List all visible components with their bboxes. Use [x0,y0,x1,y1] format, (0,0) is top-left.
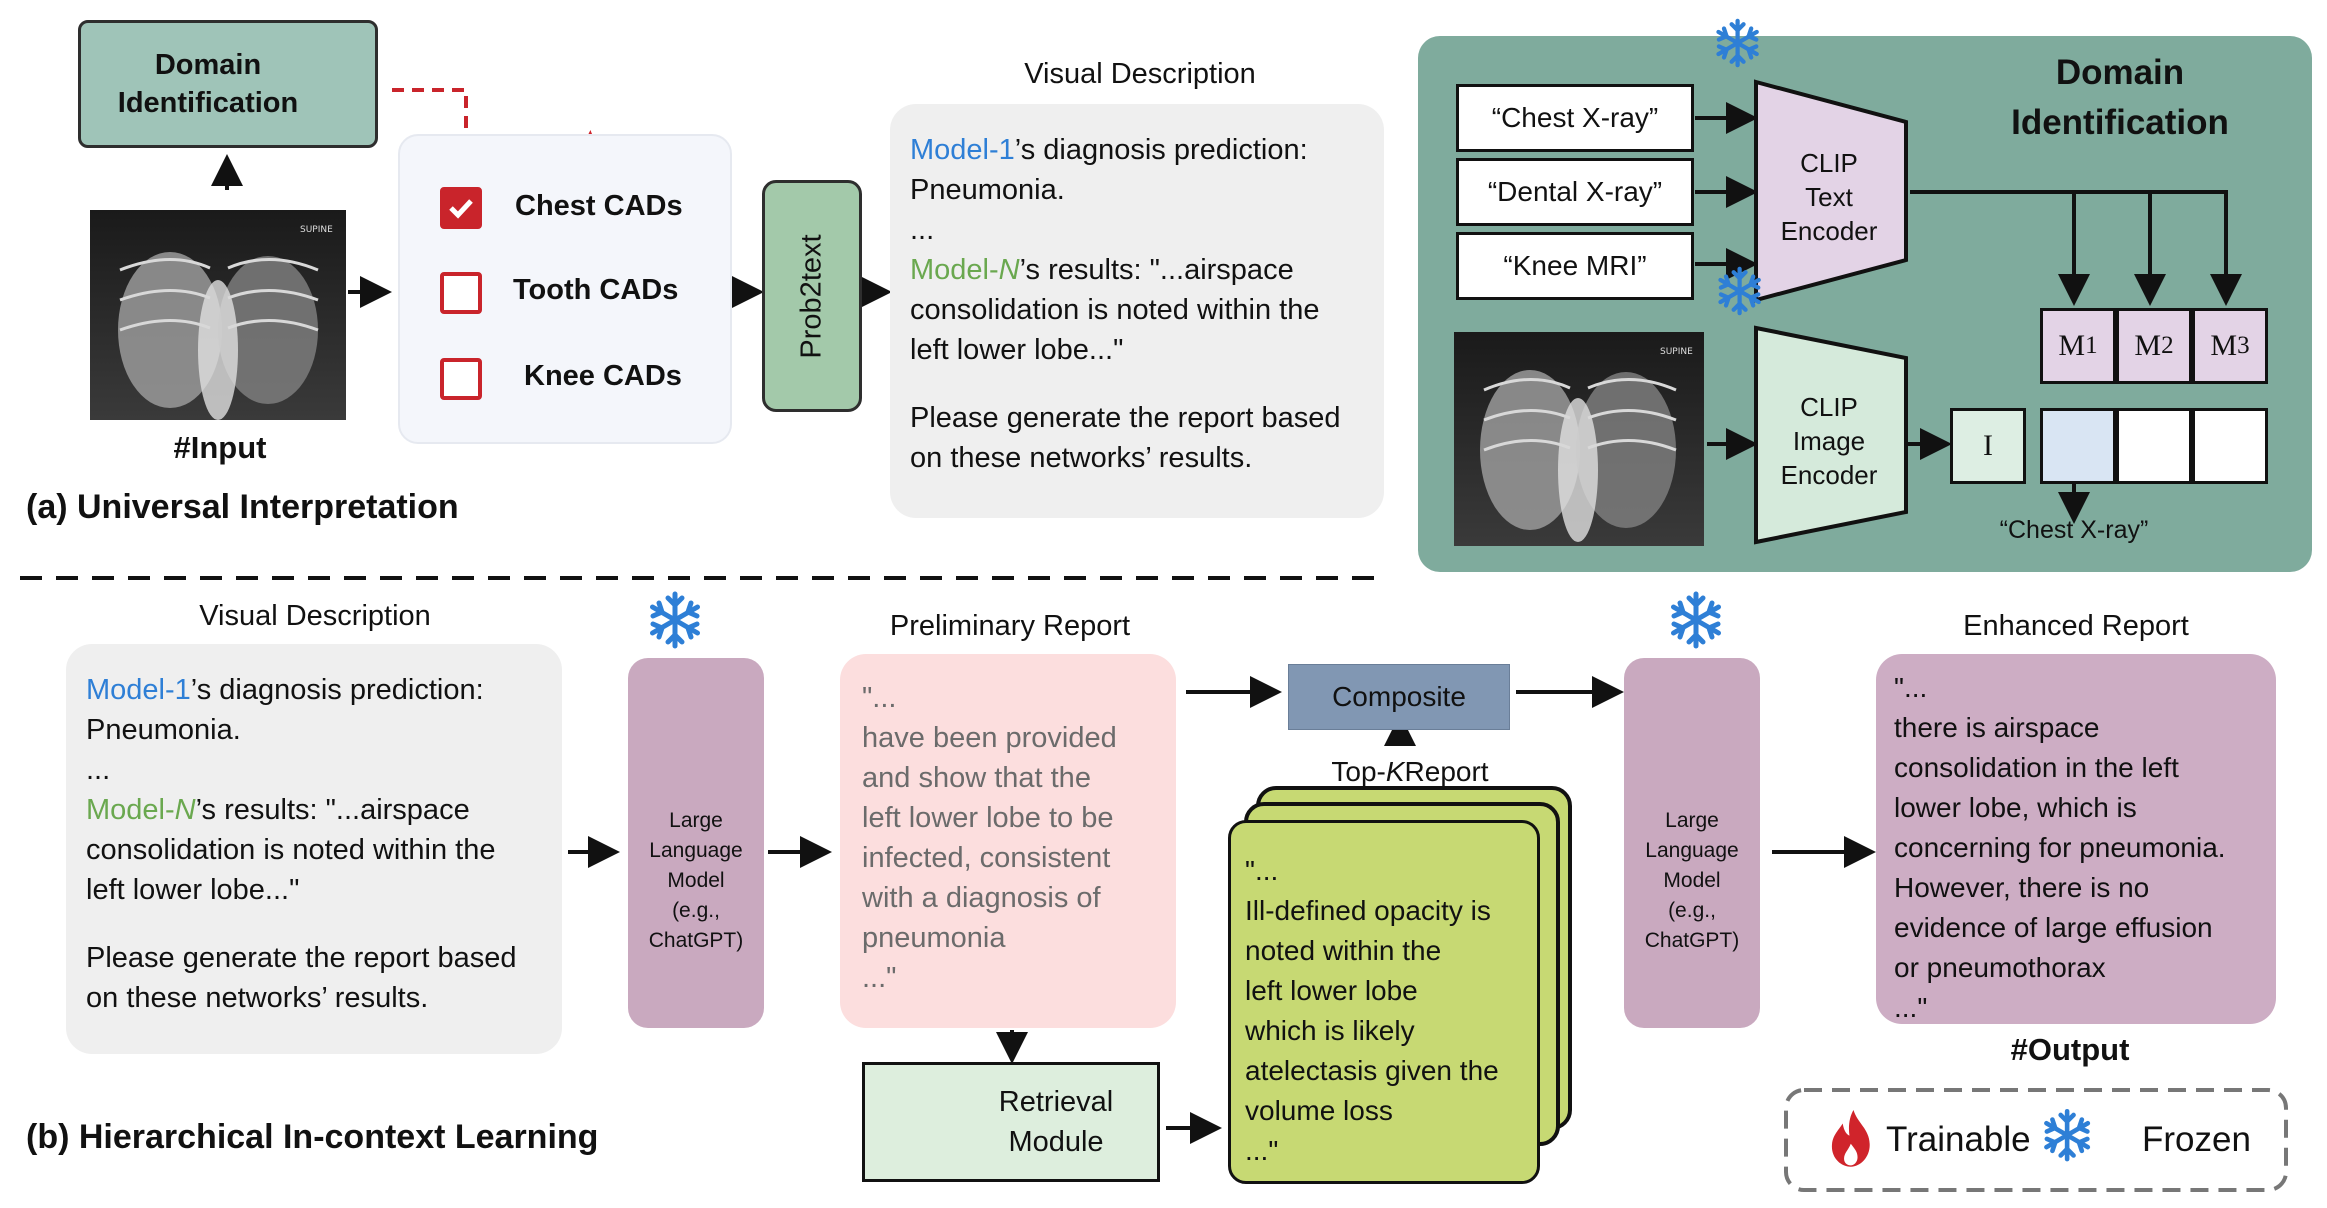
model-1-name: Model-1 [910,134,1015,166]
clip-text-encoder-label: CLIP Text Encoder [1780,148,1878,246]
knee-cads-label: Knee CADs [524,360,682,392]
domain-panel-title: Domain Identification [2011,53,2229,142]
similarity-cell [2040,408,2116,484]
desc-line: consolidation is noted within the [86,834,496,866]
fire-icon [1831,1110,1870,1167]
prompt-dental-xray: “Dental X-ray” [1456,158,1694,226]
clip-text-encoder-shape [1754,79,1908,303]
domain-result-label: “Chest X-ray” [1999,515,2149,544]
clip-image-encoder-label: CLIP Image Encoder [1780,392,1878,490]
chest-cads-label: Chest CADs [515,190,683,222]
desc-line: ... [910,214,935,246]
desc-line: Please generate the report based [86,942,517,974]
desc-line: ... [86,754,111,786]
preliminary-report-title: Preliminary Report [889,609,1131,642]
tooth-cad-checkbox[interactable] [440,272,482,314]
snowflake-icon [1674,594,1719,646]
desc-line: ’s results: "...airspace [195,794,470,826]
retrieval-module-label: Retrieval Module [998,1086,1114,1158]
model-n-name: Model-N [910,254,1020,286]
retrieval-module-box: Retrieval Module [862,1062,1160,1182]
clip-image-encoder-shape [1754,325,1908,545]
snowflake-icon [2046,1111,2087,1159]
enhanced-report-box: "... there is airspace consolidation in … [1876,654,2276,1024]
topk-report-title: Top-K Report [1331,756,1489,787]
tooth-cads-label: Tooth CADs [513,274,679,306]
desc-line: on these networks’ results. [86,982,429,1014]
desc-line: Pneumonia. [910,174,1065,206]
check-icon [449,199,473,219]
knee-cad-checkbox[interactable] [440,358,482,400]
chest-cad-checkbox[interactable] [440,187,482,229]
llm-label-1: Large Language Model (e.g., ChatGPT) [648,809,744,952]
enhanced-report-title: Enhanced Report [1963,609,2189,642]
visual-description-box-b: Model-1’s diagnosis prediction: Pneumoni… [66,644,562,1054]
svg-text:SUPINE: SUPINE [300,225,333,235]
desc-line: on these networks’ results. [910,442,1253,474]
visual-description-box: Model-1’s diagnosis prediction: Pneumoni… [890,104,1384,518]
svg-text:SUPINE: SUPINE [1660,347,1693,357]
legend-trainable-label: Trainable [1886,1120,2031,1159]
chest-xray-image: SUPINE [90,210,346,420]
visual-description-title-b: Visual Description [199,599,431,632]
legend-box [1784,1088,2288,1192]
desc-line: Pneumonia. [86,714,241,746]
desc-line: left lower lobe..." [86,874,300,906]
similarity-cell [2192,408,2268,484]
llm-label-2: Large Language Model (e.g., ChatGPT) [1644,809,1740,952]
snowflake-icon [653,594,698,646]
desc-line: left lower lobe..." [910,334,1124,366]
input-label: #Input [173,430,267,465]
section-b-title: (b) Hierarchical In-context Learning [26,1118,599,1156]
model-n-name: Model-N [86,794,196,826]
composite-box: Composite [1288,664,1510,730]
topk-report-card: "... Ill-defined opacity is noted within… [1228,820,1540,1184]
similarity-cell [2116,408,2192,484]
desc-line: ’s diagnosis prediction: [190,674,484,706]
desc-line: ’s results: "...airspace [1019,254,1294,286]
section-a-title: (a) Universal Interpretation [26,488,459,526]
i-box: I [1950,408,2026,484]
prob2text-box: Prob2text [762,180,862,412]
desc-line: consolidation is noted within the [910,294,1320,326]
domain-identification-box: Domain Identification [78,20,378,148]
visual-description-title: Visual Description [1024,57,1256,90]
desc-line: Please generate the report based [910,402,1341,434]
output-label: #Output [2010,1032,2130,1067]
prompt-chest-xray: “Chest X-ray” [1456,84,1694,152]
llm-box-1 [628,658,764,1028]
model-1-name: Model-1 [86,674,191,706]
llm-box-2 [1624,658,1760,1028]
desc-line: ’s diagnosis prediction: [1014,134,1308,166]
chest-xray-image: SUPINE [1454,332,1704,546]
legend-frozen-label: Frozen [2142,1120,2251,1159]
prompt-knee-mri: “Knee MRI” [1456,232,1694,300]
preliminary-report-box: "... have been provided and show that th… [840,654,1176,1028]
prob2text-label: Prob2text [795,233,828,359]
